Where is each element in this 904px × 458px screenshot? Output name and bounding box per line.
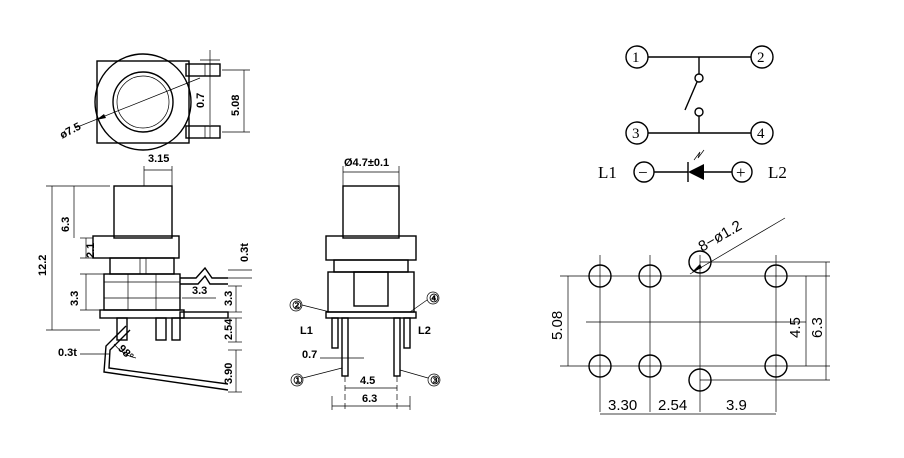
side-pitch-label: 2.54 (223, 318, 235, 340)
front-cap-diameter-label: Ø4.7±0.1 (344, 157, 389, 169)
front-inner-spacing-label: 4.5 (360, 375, 375, 387)
front-led-left-label: L1 (300, 325, 313, 337)
front-led-right-label: L2 (418, 325, 431, 337)
front-pin-1-mark: ① (293, 375, 303, 387)
front-view: Ø4.7±0.1 ② ④ ① ③ L1 L2 0.7 4.5 6.3 (289, 157, 441, 410)
pcb-holes-label: 8−ø1.2 (696, 217, 745, 255)
schematic-plus: + (736, 163, 746, 182)
schematic: 1 2 3 4 L1 − + L2 (598, 45, 787, 183)
pcb-height-inner-label: 4.5 (787, 317, 804, 338)
side-collar-label: 2.1 (85, 243, 97, 258)
front-pin-width-label: 0.7 (302, 349, 317, 361)
schematic-pin-1: 1 (632, 50, 640, 66)
side-view: 3.15 12.2 6.3 2.1 3.3 3.3 0.3t 3.3 2.54 … (37, 153, 252, 393)
pcb-height-left-label: 5.08 (549, 311, 566, 340)
side-bend-angle-label: 98° (115, 343, 135, 363)
front-outer-spacing-label: 6.3 (362, 393, 377, 405)
schematic-pin-2: 2 (757, 50, 765, 66)
side-lead-thickness-low-label: 0.3t (58, 347, 77, 359)
side-body-right-label: 3.3 (223, 291, 235, 306)
side-body-height-label: 3.3 (69, 291, 81, 306)
top-height-label: 5.08 (230, 95, 242, 116)
side-lead-length-label: 3.90 (223, 363, 235, 384)
pcb-height-outer-label: 6.3 (809, 317, 826, 338)
pcb-x3-label: 3.9 (726, 397, 747, 414)
front-pin-4-mark: ④ (429, 293, 439, 305)
side-lead-thickness-label: 0.3t (239, 243, 251, 262)
schematic-minus: − (638, 163, 648, 182)
top-pin-width-label: 0.7 (195, 93, 207, 108)
schematic-led-right-label: L2 (768, 163, 787, 182)
side-lead-offset-label: 3.3 (192, 285, 207, 297)
side-cap-height-label: 6.3 (60, 217, 72, 232)
pcb-x1-label: 3.30 (608, 397, 637, 414)
pcb-layout: 8−ø1.2 5.08 4.5 6.3 3.30 2.54 3.9 (549, 217, 830, 415)
front-pin-3-mark: ③ (430, 375, 440, 387)
front-pin-2-mark: ② (292, 300, 302, 312)
schematic-led-left-label: L1 (598, 163, 617, 182)
side-total-height-label: 12.2 (37, 255, 49, 276)
top-diameter-label: ø7.5 (58, 121, 83, 142)
pcb-x2-label: 2.54 (658, 397, 687, 414)
side-cap-width-label: 3.15 (148, 153, 169, 165)
top-view: ø7.5 0.7 5.08 (58, 50, 250, 151)
schematic-pin-4: 4 (757, 126, 765, 142)
schematic-pin-3: 3 (632, 126, 640, 142)
